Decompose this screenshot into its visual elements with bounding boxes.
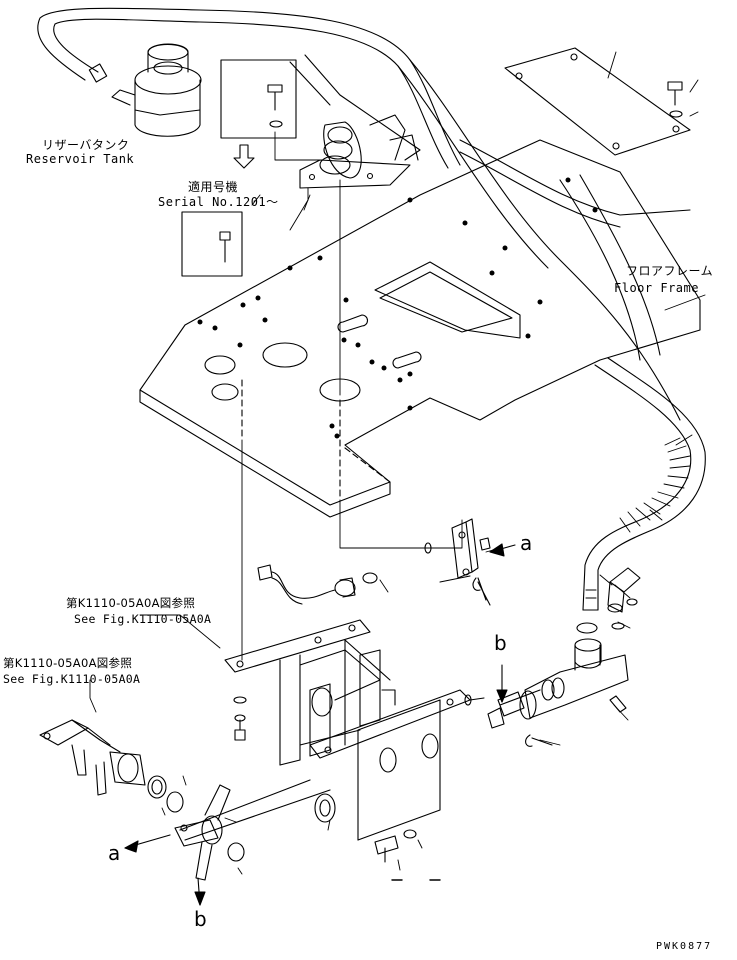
leader-lines — [89, 51, 706, 875]
floor-cover-plate — [504, 47, 691, 156]
fig-reference-2-en: See Fig.K1110-05A0A — [3, 672, 141, 686]
reservoir-tank-label-jp: リザーバタンク — [42, 138, 130, 152]
fig-reference-2-jp: 第K1110-05A0A図参照 — [3, 656, 133, 670]
pedal-bracket — [289, 54, 421, 189]
lever-assembly — [166, 779, 331, 881]
reservoir-tank-label-en: Reservoir Tank — [26, 152, 135, 166]
mount-bolt — [233, 696, 247, 741]
spiral-hose — [582, 357, 706, 611]
floor-frame-label-en: Floor Frame — [614, 281, 699, 295]
floor-frame-label-jp: フロアフレーム — [626, 264, 714, 278]
view-letter-a-left: a — [108, 841, 121, 865]
floor-frame — [139, 139, 701, 518]
master-cylinder — [464, 638, 629, 729]
hidden-lines — [241, 379, 391, 501]
floor-holes — [197, 177, 598, 439]
detail-box-bolt — [220, 59, 297, 169]
view-letter-b-top: b — [494, 631, 508, 655]
view-letter-b-bottom: b — [194, 907, 208, 931]
elbow-fitting — [576, 567, 641, 634]
view-letter-a-right: a — [520, 531, 533, 555]
detail-box-serial — [181, 211, 243, 277]
pedal-switch — [424, 518, 491, 601]
direction-arrows — [124, 543, 516, 906]
wire-harness — [257, 564, 378, 605]
fig-reference-1-en: See Fig.K1110-05A0A — [74, 612, 212, 626]
serial-label-jp: 適用号機 — [188, 180, 239, 194]
serial-label-en: Serial No.1201～ — [158, 195, 279, 209]
lock-symbols — [472, 577, 553, 747]
pedal-mount-frame — [224, 619, 471, 841]
fig-reference-1-jp: 第K1110-05A0A図参照 — [66, 596, 196, 610]
reservoir-hose — [37, 7, 681, 421]
drawing-code: PWK0877 — [656, 941, 713, 952]
pedal-arm — [39, 719, 167, 799]
bushings — [314, 793, 417, 863]
reservoir-tank — [111, 43, 202, 137]
